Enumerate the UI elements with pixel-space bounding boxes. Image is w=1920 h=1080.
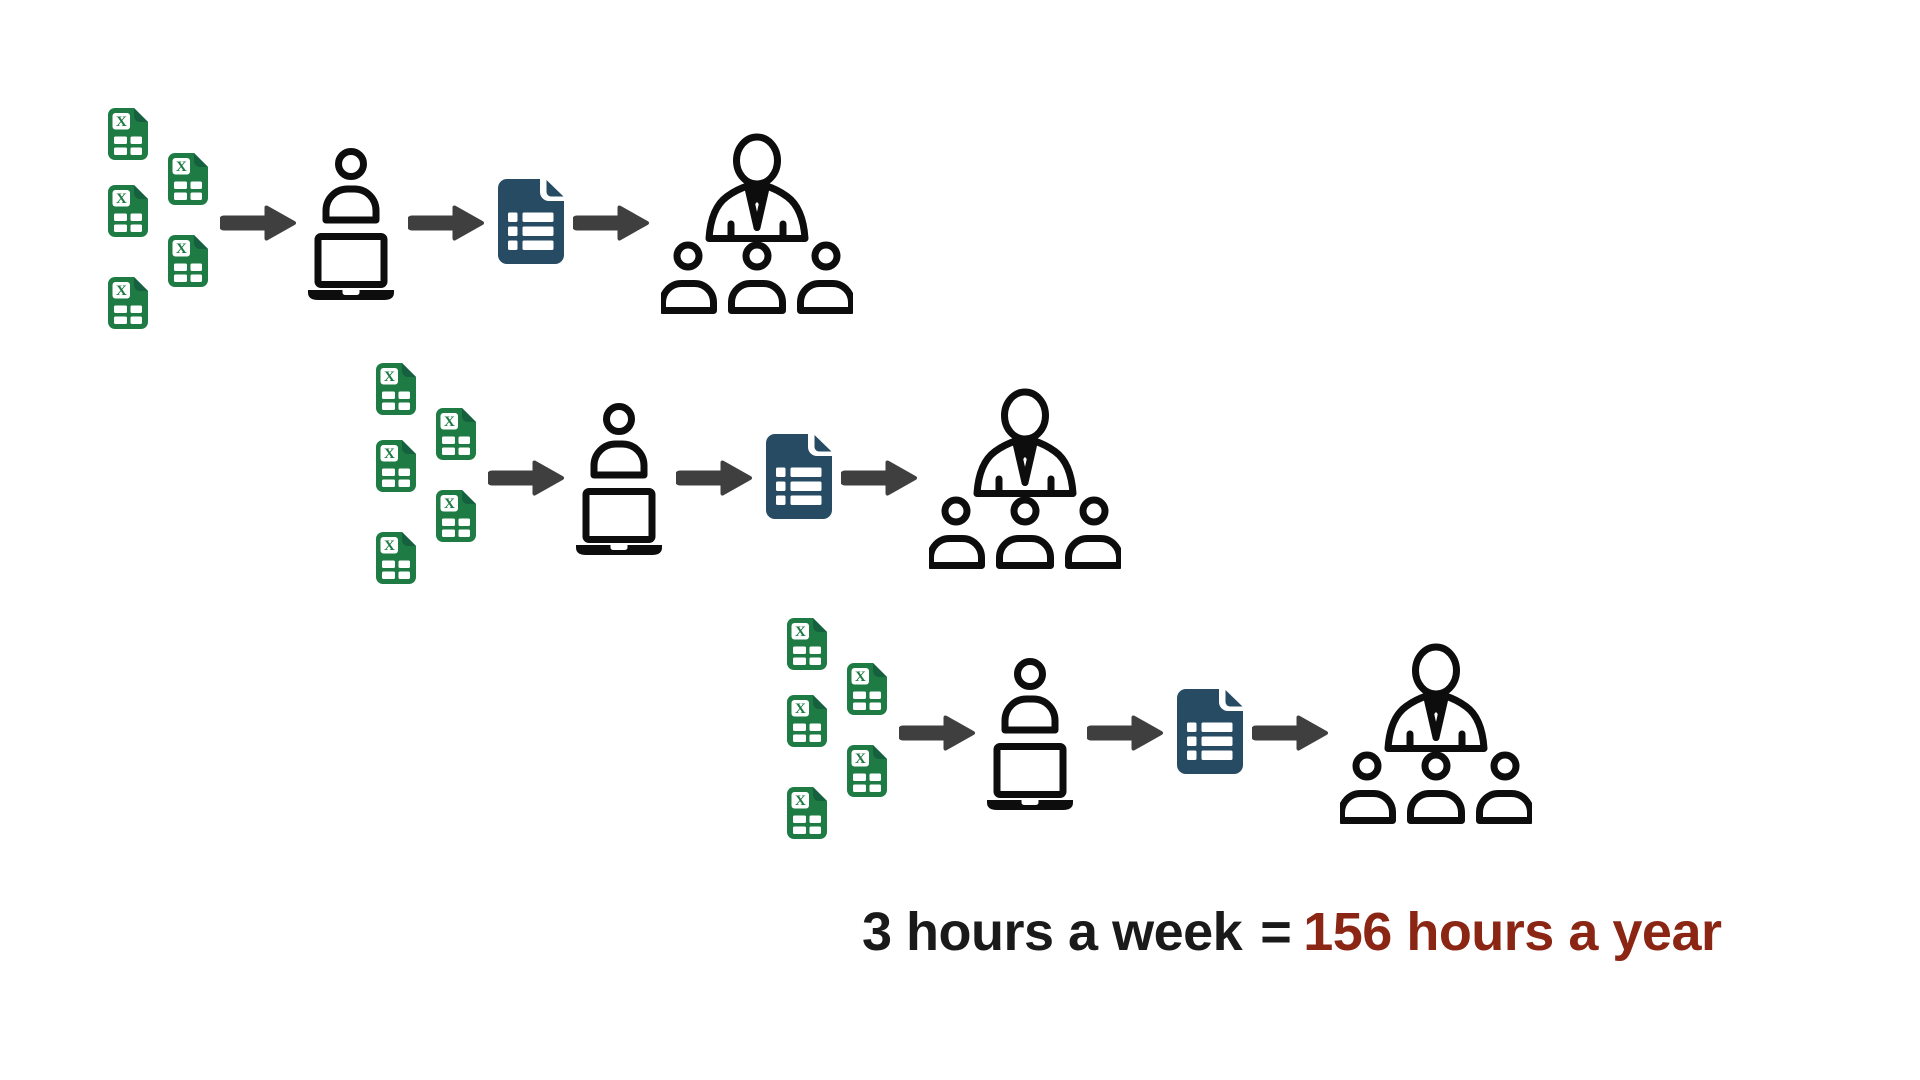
report-document-icon [1177,689,1243,774]
excel-file-icon [168,235,208,287]
yearly-hours-text: 156 hours a year [1303,902,1722,962]
report-document-icon [766,434,832,519]
excel-file-icon [376,532,416,584]
flow-arrow-icon [899,713,976,753]
excel-file-icon [108,108,148,160]
excel-file-icon [168,153,208,205]
manager-and-team-icon [661,130,853,314]
equals-sign: = [1260,902,1292,962]
excel-file-icon [847,663,887,715]
flow-arrow-icon [488,458,565,498]
excel-file-icon [436,490,476,542]
analyst-at-laptop-icon [576,401,662,555]
workflow-row-3 [787,618,1534,842]
analyst-at-laptop-icon [308,146,394,300]
flow-arrow-icon [1252,713,1329,753]
flow-arrow-icon [676,458,753,498]
flow-arrow-icon [1087,713,1164,753]
report-document-icon [498,179,564,264]
excel-file-icon [787,618,827,670]
excel-file-icon [787,787,827,839]
excel-file-icon [376,440,416,492]
excel-file-icon [376,363,416,415]
flow-arrow-icon [841,458,918,498]
excel-file-icon [108,185,148,237]
analyst-at-laptop-icon [987,656,1073,810]
flow-arrow-icon [220,203,297,243]
excel-file-icon [436,408,476,460]
manager-and-team-icon [929,385,1121,569]
workflow-row-1 [108,108,855,332]
flow-arrow-icon [573,203,650,243]
time-cost-caption: 3 hours a week =156 hours a year [862,901,1722,963]
manager-and-team-icon [1340,640,1532,824]
excel-file-icon [108,277,148,329]
flow-arrow-icon [408,203,485,243]
weekly-hours-text: 3 hours a week [862,902,1243,962]
workflow-row-2 [376,363,1123,587]
excel-file-icon [787,695,827,747]
excel-file-icon [847,745,887,797]
